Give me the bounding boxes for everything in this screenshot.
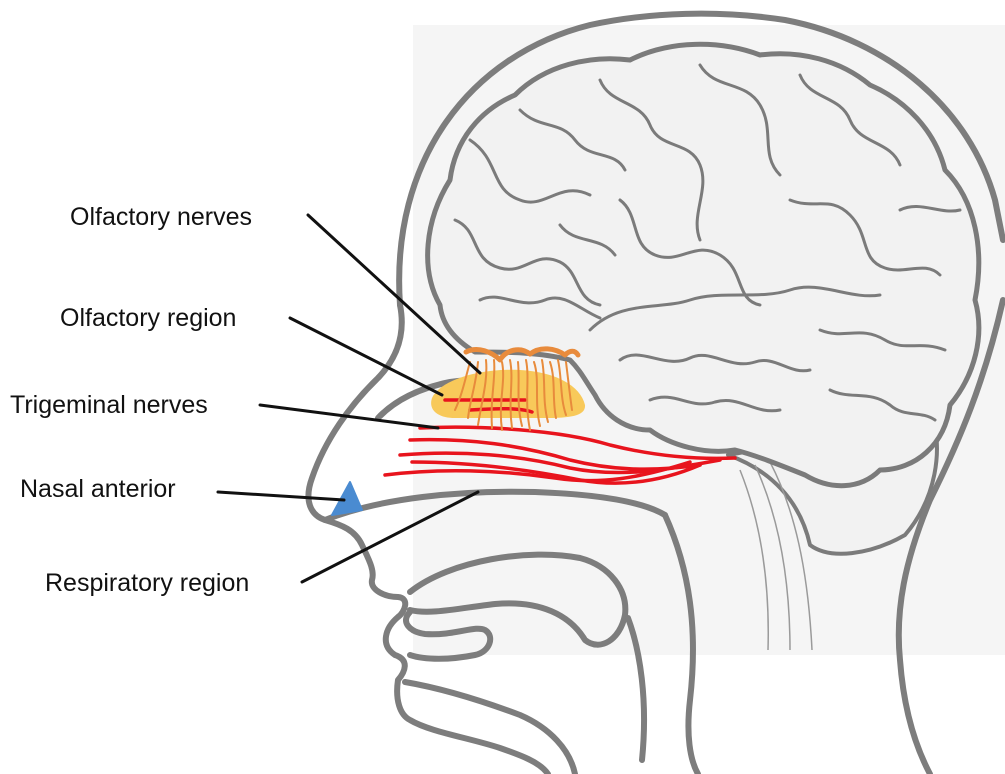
label-olfactory-nerves: Olfactory nerves [70,203,252,231]
leader-nasal-anterior [218,492,344,500]
label-olfactory-region: Olfactory region [60,304,236,332]
label-respiratory-region: Respiratory region [45,569,249,597]
label-trigeminal-nerves: Trigeminal nerves [10,391,208,419]
label-nasal-anterior: Nasal anterior [20,475,176,503]
